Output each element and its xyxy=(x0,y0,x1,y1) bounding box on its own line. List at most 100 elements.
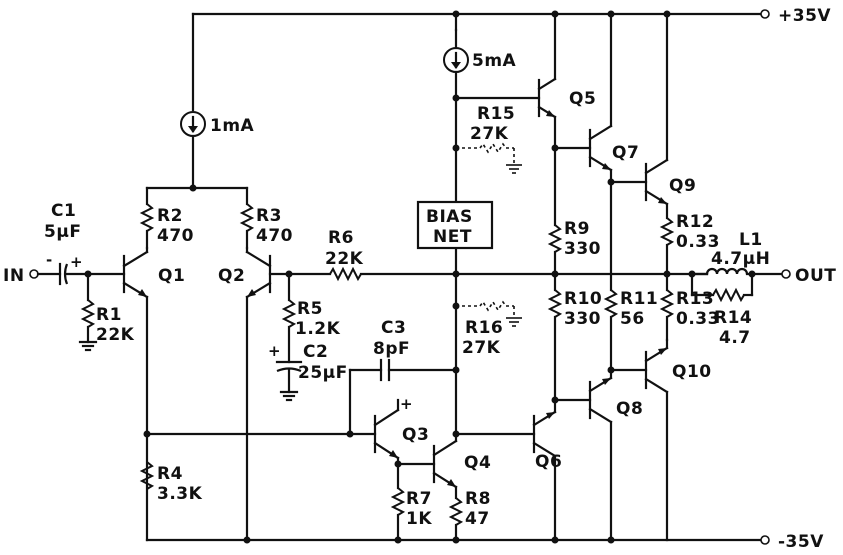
c2-name: C2 xyxy=(303,342,328,362)
transistor-q5: Q5 xyxy=(537,12,596,227)
r5-name: R5 xyxy=(297,299,323,319)
c1-name: C1 xyxy=(51,201,76,221)
r16-value: 27K xyxy=(462,338,501,358)
r4-name: R4 xyxy=(157,464,183,484)
transistor-q1: Q1 xyxy=(122,246,185,542)
r14-name: R14 xyxy=(714,308,752,328)
r10-value: 330 xyxy=(564,309,601,329)
q4-label: Q4 xyxy=(464,453,491,473)
positive-supply-label: +35V xyxy=(778,6,831,26)
resistor-r12: R12 0.33 xyxy=(659,212,720,292)
resistor-r16: R16 27K xyxy=(456,300,522,358)
transistor-q2: Q2 xyxy=(218,246,332,542)
r10-name: R10 xyxy=(564,289,602,309)
transistor-q10: Q10 xyxy=(644,338,712,542)
bias-net-line2: NET xyxy=(433,227,472,247)
current-source-5ma-label: 5mA xyxy=(472,51,517,71)
r13-value: 0.33 xyxy=(676,309,720,329)
r12-name: R12 xyxy=(676,212,714,232)
resistor-r10: R10 330 xyxy=(547,289,602,402)
resistor-r3: R3 470 xyxy=(239,186,293,250)
r5-value: 1.2K xyxy=(295,319,341,339)
c3-name: C3 xyxy=(381,318,406,338)
transistor-q7: Q7 xyxy=(553,12,639,184)
output-network: OUT L1 4.7µH R14 4.7 xyxy=(688,230,836,348)
capacitor-c2: + C2 25µF xyxy=(268,342,348,402)
resistor-r13: R13 0.33 xyxy=(659,289,720,342)
r15-value: 27K xyxy=(470,124,509,144)
q1-label: Q1 xyxy=(158,266,185,286)
r2-value: 470 xyxy=(157,226,194,246)
output-label: OUT xyxy=(795,266,836,286)
r1-value: 22K xyxy=(96,325,135,345)
resistor-r6: R6 22K xyxy=(325,228,709,282)
resistor-r11: R11 56 xyxy=(603,289,658,372)
transistor-q4: Q4 xyxy=(432,432,491,489)
c1-value: 5µF xyxy=(44,222,81,242)
c2-value: 25µF xyxy=(298,363,348,383)
r9-value: 330 xyxy=(564,239,601,259)
r12-value: 0.33 xyxy=(676,232,720,252)
output-terminal xyxy=(781,269,791,279)
q7-label: Q7 xyxy=(612,143,639,163)
r8-value: 47 xyxy=(465,509,490,529)
c1-minus-mark: - xyxy=(46,251,52,269)
r4-value: 3.3K xyxy=(157,484,203,504)
q6-label: Q6 xyxy=(535,452,562,472)
r7-value: 1K xyxy=(406,509,432,529)
resistor-r2: R2 470 xyxy=(139,186,194,250)
r1-name: R1 xyxy=(96,305,122,325)
q5-label: Q5 xyxy=(569,89,596,109)
r8-name: R8 xyxy=(465,489,491,509)
current-source-1ma-label: 1mA xyxy=(210,116,255,136)
input-terminal xyxy=(29,269,39,279)
transistor-q6: Q6 xyxy=(532,398,562,542)
r14-value: 4.7 xyxy=(719,328,751,348)
resistor-r9: R9 330 xyxy=(547,219,601,292)
resistor-r15: R15 27K xyxy=(456,104,522,174)
q9-label: Q9 xyxy=(669,176,696,196)
bias-net-block: BIAS NET xyxy=(416,200,494,250)
transistor-q9: Q9 xyxy=(644,12,696,220)
resistor-r8: R8 47 xyxy=(448,485,491,542)
resistor-r7: R7 1K xyxy=(390,462,432,542)
r15-name: R15 xyxy=(477,104,515,124)
bias-net-line1: BIAS xyxy=(426,207,473,227)
transistor-q8: Q8 xyxy=(553,368,643,542)
q2-label: Q2 xyxy=(218,266,245,286)
resistor-r4: R4 3.3K xyxy=(139,430,352,504)
r6-value: 22K xyxy=(325,249,364,269)
input-network: IN - + C1 5µF R1 22K xyxy=(3,201,135,352)
bias-column: 5mA xyxy=(443,12,541,436)
r11-value: 56 xyxy=(620,309,645,329)
l1-name: L1 xyxy=(739,230,763,250)
r11-name: R11 xyxy=(620,289,658,309)
r3-name: R3 xyxy=(256,206,282,226)
capacitor-c3: C3 8pF xyxy=(346,318,460,438)
resistor-r5: R5 1.2K xyxy=(281,272,341,364)
c2-plus-mark: + xyxy=(268,342,281,360)
r13-name: R13 xyxy=(676,289,714,309)
positive-rail: +35V xyxy=(191,6,831,26)
r6-name: R6 xyxy=(328,228,354,248)
r2-name: R2 xyxy=(157,206,183,226)
r9-name: R9 xyxy=(564,219,590,239)
r3-value: 470 xyxy=(256,226,293,246)
r7-name: R7 xyxy=(406,489,432,509)
r16-name: R16 xyxy=(465,318,503,338)
transistor-q3: + Q3 xyxy=(348,395,436,466)
positive-supply-terminal xyxy=(760,9,770,19)
negative-supply-label: -35V xyxy=(778,532,824,552)
q8-label: Q8 xyxy=(616,399,643,419)
q3-label: Q3 xyxy=(402,425,429,445)
input-label: IN xyxy=(3,266,25,286)
q3-plus-mark: + xyxy=(400,395,413,413)
negative-supply-terminal xyxy=(760,535,770,545)
q10-label: Q10 xyxy=(672,362,712,382)
l1-value: 4.7µH xyxy=(711,249,770,269)
c1-plus-mark: + xyxy=(70,253,83,271)
c3-value: 8pF xyxy=(373,339,410,359)
current-source-1ma: 1mA xyxy=(180,12,255,190)
